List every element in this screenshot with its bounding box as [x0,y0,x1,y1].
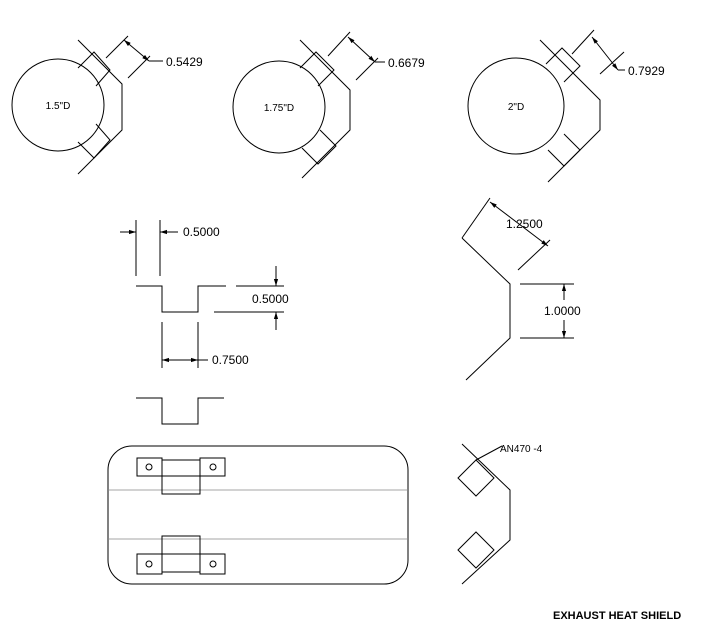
rivet-hole [145,463,153,471]
pipe-view-3: 2"D 0.7929 [467,29,665,183]
fastener-bracket [457,459,495,497]
pipe-label: 2"D [508,102,524,113]
fastener-detail: AN470 -4 [457,443,543,585]
offset-dimension: 0.5429 [166,55,203,69]
channel-shape [136,397,224,425]
top-width-dimension: 0.5000 [183,225,220,239]
shield-outline [77,39,123,175]
side-view: 1.2500 1.0000 [461,197,581,381]
offset-dimension: 0.6679 [388,56,425,70]
pipe-circle [232,60,326,154]
extension-line [105,35,129,59]
fastener-callout: AN470 -4 [500,444,543,455]
extension-line [327,31,351,57]
rivet-pad [136,457,163,477]
plate-outline [107,445,409,585]
offset-dimension: 0.7929 [628,64,665,78]
tab-top [77,51,111,87]
flat-plate [107,445,409,585]
tab-bottom [77,123,111,159]
depth-dimension: 0.5000 [252,292,289,306]
fastener-outline [461,443,511,585]
diagonal-dimension: 1.2500 [506,217,543,231]
rivet-pad [199,457,226,477]
height-dimension: 1.0000 [544,304,581,318]
tab-top [299,51,335,87]
rivet-hole [209,463,217,471]
channel-profile: 0.5000 0.5000 0.7500 [120,220,289,425]
dimension-line [489,201,549,247]
pipe-circle [11,58,105,152]
bracket [161,554,201,573]
bracket-base [161,475,201,495]
rivet-hole [145,560,153,568]
drawing-title: EXHAUST HEAT SHIELD [553,610,681,622]
dimension-line [123,39,150,62]
bracket [161,459,201,476]
rivet-hole [209,560,217,568]
tab-bottom [547,133,581,167]
channel-shape [136,285,226,313]
pipe-view-1: 1.5"D 0.5429 [11,35,203,175]
rivet-pad [136,553,163,575]
side-outline [461,237,511,381]
pipe-view-2: 1.75"D 0.6679 [232,31,425,179]
extension-line [571,29,595,55]
bracket-base [161,535,201,555]
dimension-line [347,36,376,63]
pipe-circle [467,57,565,155]
leader-line [475,445,503,461]
tab-top [545,47,581,83]
pipe-label: 1.5"D [46,101,71,112]
pipe-label: 1.75"D [264,103,294,114]
bottom-width-dimension: 0.7500 [212,353,249,367]
tab-bottom [301,129,337,165]
extension-line [461,197,491,239]
dimension-line [591,36,619,71]
fastener-bracket [457,531,495,569]
shield-outline [299,39,351,179]
rivet-pad [199,553,226,575]
